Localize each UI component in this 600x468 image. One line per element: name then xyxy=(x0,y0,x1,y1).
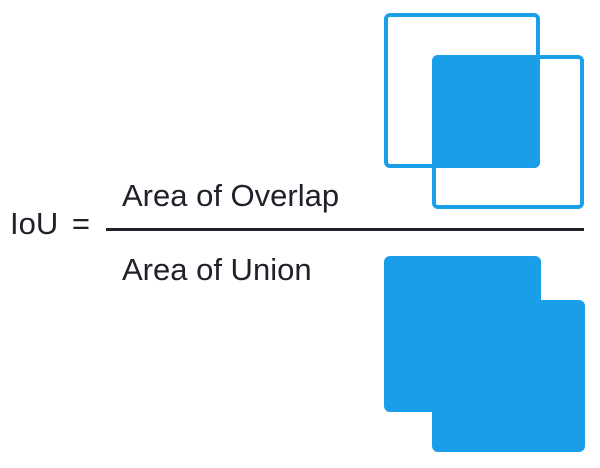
numerator-label: Area of Overlap xyxy=(122,178,340,213)
overlap-region-fill xyxy=(432,55,540,168)
union-diagram-icon xyxy=(384,256,585,452)
denominator-label: Area of Union xyxy=(122,252,312,287)
union-box-b-fill xyxy=(432,300,585,452)
fraction-bar xyxy=(106,228,584,231)
iou-equals-label: IoU = xyxy=(10,206,90,241)
intersection-diagram-icon xyxy=(384,13,585,209)
